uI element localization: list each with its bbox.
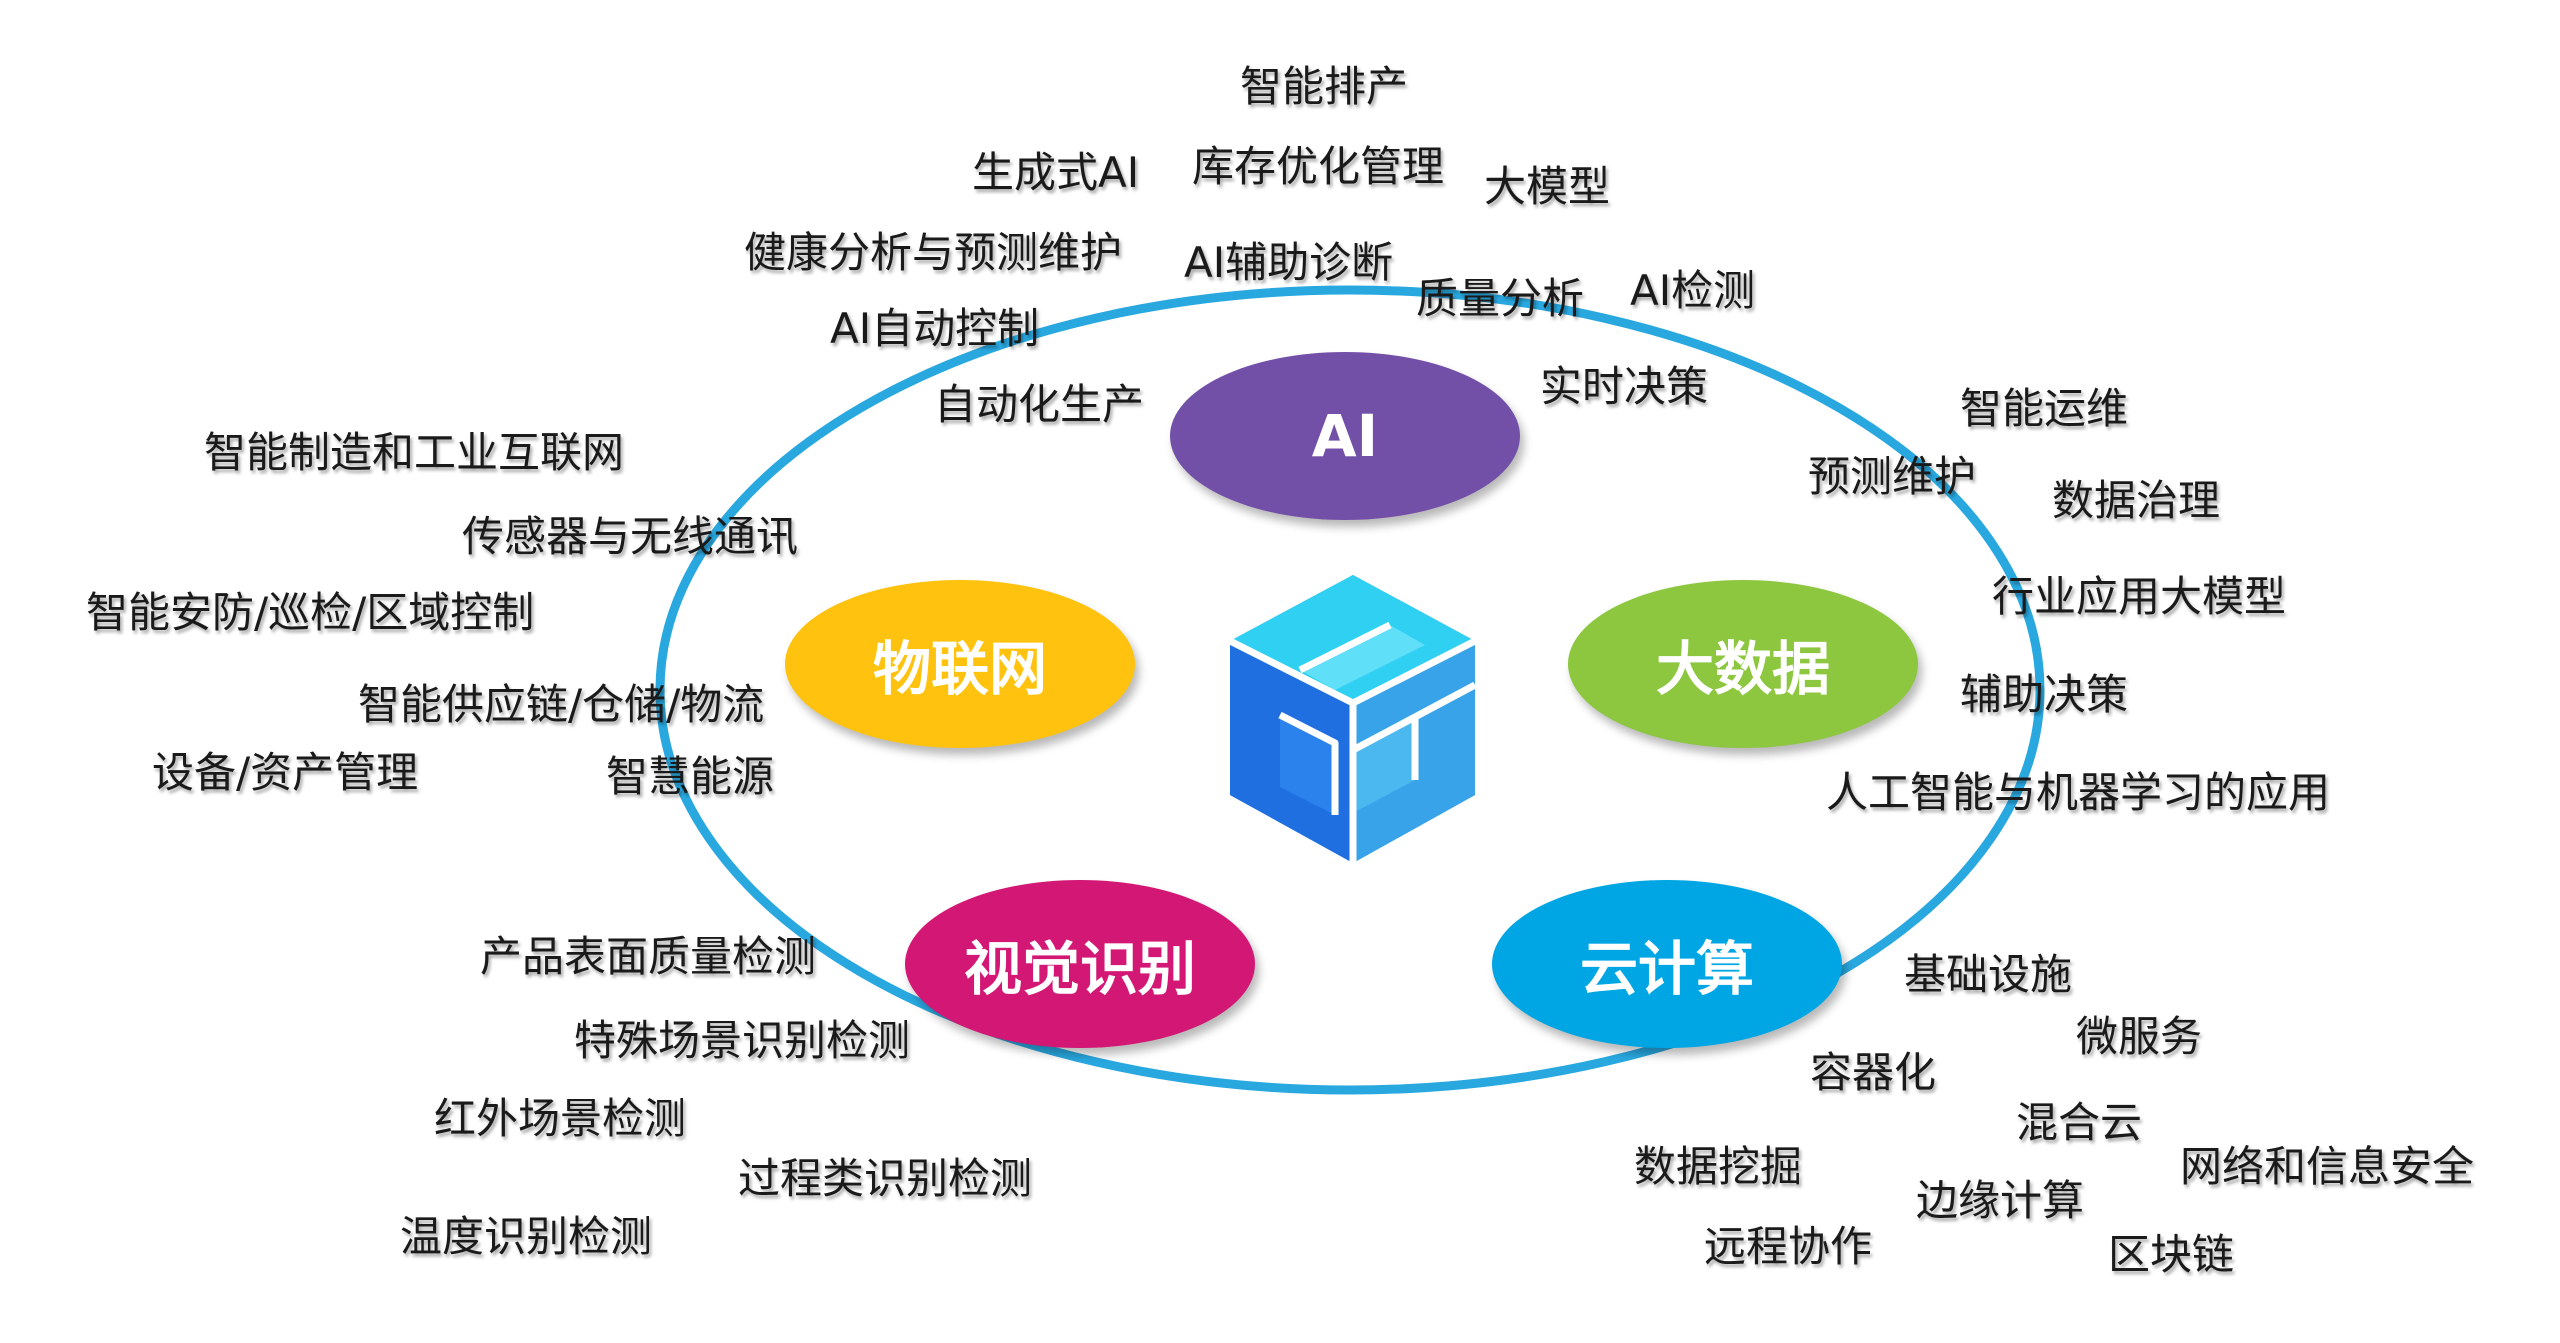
cloud-label: 数据挖掘 [1634,1142,1803,1191]
ai-label: 库存优化管理 [1192,142,1445,191]
cloud-label: 边缘计算 [1916,1176,2085,1225]
hub-cloud-label: 云计算 [1579,935,1754,1003]
ai-label: 大模型 [1484,162,1611,211]
cloud-label: 容器化 [1810,1048,1937,1097]
hub-bigdata-label: 大数据 [1655,635,1830,703]
bigdata-label: 智能运维 [1960,384,2129,433]
vision-label: 温度识别检测 [400,1212,653,1261]
vision-label: 过程类识别检测 [738,1154,1033,1203]
ring-ellipse [655,285,2045,1095]
cloud-label: 基础设施 [1904,950,2073,999]
iot-label: 智能安防/巡检/区域控制 [86,588,535,637]
iot-label: 设备/资产管理 [152,748,419,797]
ai-label: 健康分析与预测维护 [744,228,1123,277]
ai-label: 质量分析 [1416,274,1585,323]
ai-label: 生成式AI [972,148,1140,197]
cloud-label: 微服务 [2076,1012,2203,1061]
ai-label: 实时决策 [1540,362,1709,411]
ai-label: 智能排产 [1240,62,1409,111]
bigdata-label: 辅助决策 [1960,670,2129,719]
hub-vision: 视觉识别 [905,880,1255,1048]
vision-label: 红外场景检测 [434,1094,687,1143]
bigdata-label: 数据治理 [2052,476,2221,525]
blue-cube-logo-icon [1228,575,1477,863]
iot-label: 智慧能源 [606,752,775,801]
hub-iot-label: 物联网 [872,635,1047,703]
hub-iot: 物联网 [785,580,1135,748]
hub-cloud: 云计算 [1492,880,1842,1048]
vision-label: 特殊场景识别检测 [574,1016,911,1065]
hub-ai-label: AI [1311,402,1379,470]
ai-label: AI辅助诊断 [1184,238,1394,287]
cloud-label: 远程协作 [1704,1222,1873,1271]
bigdata-label: 行业应用大模型 [1992,572,2287,621]
ai-label: 自动化生产 [934,380,1145,429]
vision-label: 产品表面质量检测 [480,932,817,981]
hub-ai: AI [1170,352,1520,520]
cloud-label: 混合云 [2016,1098,2143,1147]
cloud-label: 网络和信息安全 [2180,1142,2475,1191]
ai-label: AI检测 [1630,266,1756,315]
iot-label: 传感器与无线通讯 [462,512,799,561]
iot-label: 智能制造和工业互联网 [204,428,625,477]
hub-bigdata: 大数据 [1568,580,1918,748]
hub-vision-label: 视觉识别 [963,935,1196,1003]
cloud-label: 区块链 [2108,1230,2235,1279]
iot-label: 智能供应链/仓储/物流 [358,680,765,729]
ai-label: AI自动控制 [830,304,1040,353]
bigdata-label: 预测维护 [1808,452,1977,501]
bigdata-label: 人工智能与机器学习的应用 [1826,768,2331,817]
